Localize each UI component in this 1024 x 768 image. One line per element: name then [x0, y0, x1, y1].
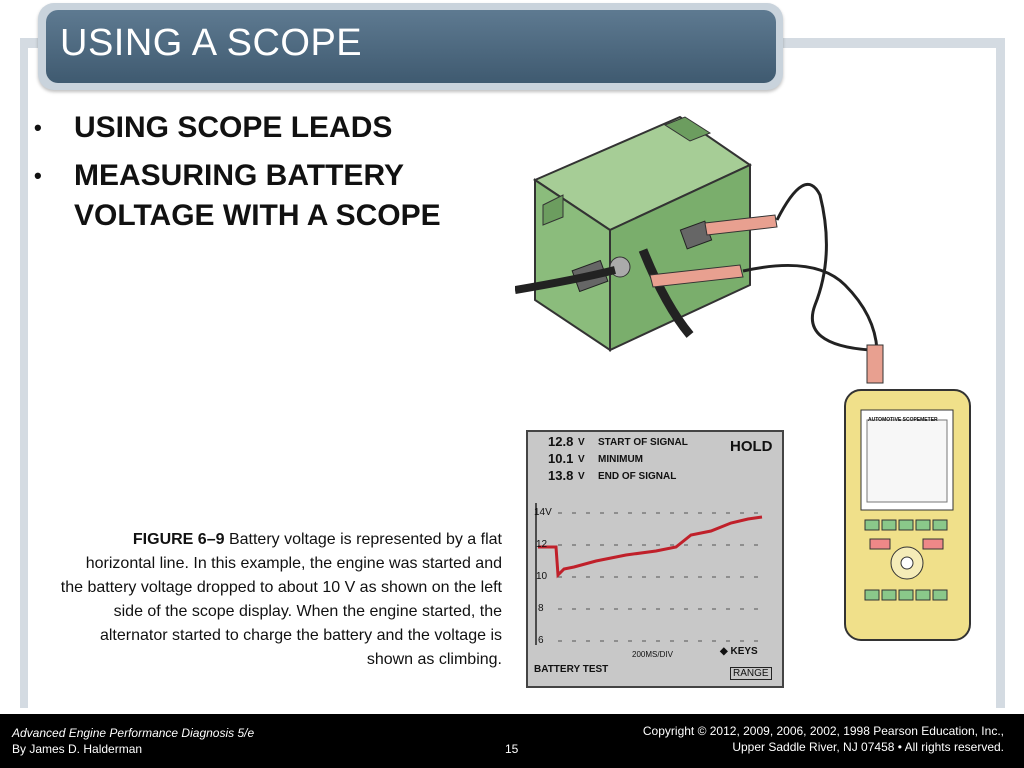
keys-arrows-icon: ◆ — [720, 646, 731, 657]
hold-indicator: HOLD — [730, 438, 773, 455]
scope-leads — [649, 182, 884, 384]
reading-value: 10.1 — [548, 451, 574, 466]
scope-display — [526, 430, 784, 688]
title-bar-inner — [46, 10, 776, 83]
meter-title: AUTOMOTIVE SCOPEMETER — [868, 417, 938, 423]
voltage-trace — [538, 515, 763, 579]
keys-label: ◆ KEYS — [720, 646, 758, 657]
mode-label: BATTERY TEST — [534, 664, 609, 675]
bullet-text: MEASURING BATTERY VOLTAGE WITH A SCOPE — [74, 159, 441, 232]
reading-unit: V — [578, 437, 585, 448]
reading-unit: V — [578, 454, 585, 465]
reading-value: 13.8 — [548, 468, 574, 483]
bullet-dot: • — [34, 115, 42, 140]
left-rail — [20, 38, 28, 708]
y-tick: 12 — [536, 539, 548, 550]
reading-label: START OF SIGNAL — [598, 437, 688, 448]
scope-trace-graph — [535, 503, 764, 645]
reading-unit: V — [578, 471, 585, 482]
right-rail — [996, 38, 1005, 708]
y-tick: 10 — [536, 571, 548, 582]
battery-scope-illustration — [515, 115, 971, 641]
reading-label: END OF SIGNAL — [598, 471, 677, 482]
battery-illustration — [515, 115, 753, 352]
slide-title: USING A SCOPE — [60, 22, 363, 64]
reading-label: MINIMUM — [598, 454, 643, 465]
bullet-text: USING SCOPE LEADS — [74, 111, 393, 144]
range-button: RANGE — [730, 667, 772, 680]
bullet-list: • USING SCOPE LEADS • MEASURING BATTERY … — [30, 108, 510, 244]
page-number: 15 — [505, 742, 519, 756]
figure-caption: FIGURE 6–9 Battery voltage is represente… — [60, 528, 502, 672]
scopemeter-device — [844, 389, 971, 641]
bullet-item: • MEASURING BATTERY VOLTAGE WITH A SCOPE — [30, 156, 510, 236]
y-tick: 6 — [538, 635, 544, 646]
bullet-item: • USING SCOPE LEADS — [30, 108, 510, 148]
author: By James D. Halderman — [12, 742, 143, 756]
figure-caption-text: Battery voltage is represented by a flat… — [60, 531, 502, 668]
keys-text: KEYS — [730, 646, 758, 657]
y-tick: 14V — [534, 507, 552, 518]
copyright-line-1: Copyright © 2012, 2009, 2006, 2002, 1998… — [642, 724, 1004, 738]
reading-value: 12.8 — [548, 434, 574, 449]
footer-bar: Advanced Engine Performance Diagnosis 5/… — [0, 714, 1024, 768]
bullet-dot: • — [34, 163, 42, 188]
figure-label: FIGURE 6–9 — [132, 531, 225, 548]
y-tick: 8 — [538, 603, 544, 614]
timebase-label: 200MS/DIV — [632, 650, 673, 659]
book-title: Advanced Engine Performance Diagnosis 5/… — [12, 726, 255, 740]
copyright-line-2: Upper Saddle River, NJ 07458 • All right… — [732, 740, 1004, 754]
